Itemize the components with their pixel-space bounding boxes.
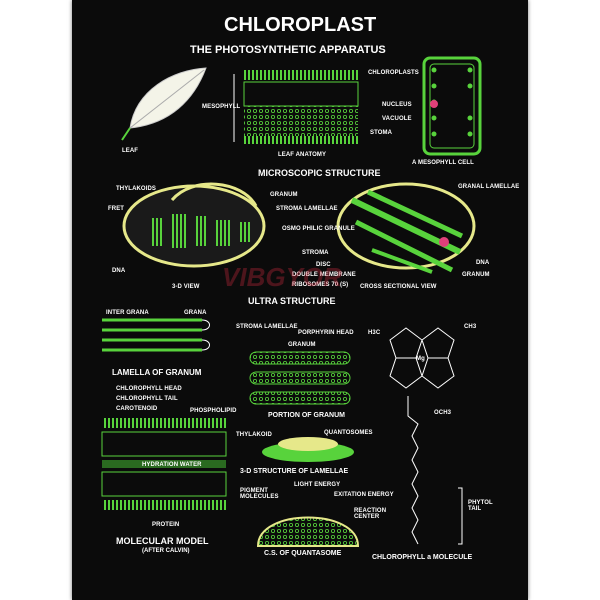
label-grana: GRANA [184, 310, 207, 316]
label-quantasomes: QUANTOSOMES [324, 430, 373, 436]
label-granum-ultra: GRANUM [288, 342, 316, 348]
label-stroma-lamellae-2: STROMA LAMELLAE [236, 324, 298, 330]
poster-subtitle: THE PHOTOSYNTHETIC APPARATUS [190, 44, 386, 56]
label-stroma: STROMA [302, 250, 329, 256]
heading-after-calvin: (AFTER CALVIN) [142, 548, 190, 554]
mesophyll-cell-illustration [422, 56, 482, 156]
heading-molecular: MOLECULAR MODEL [116, 536, 209, 546]
label-inter-grana: INTER GRANA [106, 310, 149, 316]
label-osmophilic: OSMO PHILIC GRANULE [282, 226, 355, 232]
heading-ultra: ULTRA STRUCTURE [248, 296, 336, 306]
lamellae-3d-illustration [262, 437, 354, 462]
chlorophyll-molecule-illustration [389, 327, 463, 545]
label-dna-right: DNA [476, 260, 490, 266]
label-phytol: PHYTOL TAIL [468, 500, 493, 512]
watermark: VIBGYOR [222, 262, 342, 292]
label-reaction: REACTION CENTER [354, 508, 387, 520]
chloroplast-cross-section [336, 182, 476, 274]
heading-portion-granum: PORTION OF GRANUM [268, 412, 345, 419]
label-thylakoids: THYLAKOIDS [116, 186, 156, 192]
label-mesophyll-cell: A MESOPHYLL CELL [412, 160, 474, 166]
label-disc: DISC [316, 262, 331, 268]
label-protein: PROTEIN [152, 522, 180, 528]
label-granum-right: GRANUM [462, 272, 490, 278]
poster-title: CHLOROPLAST [224, 14, 377, 36]
lamella-granum-illustration [102, 318, 210, 352]
label-phospholipid: PHOSPHOLIPID [190, 408, 237, 414]
label-chl-tail: CHLOROPHYLL TAIL [116, 396, 178, 402]
label-chl-head: CHLOROPHYLL HEAD [116, 386, 182, 392]
label-carotenoid: CAROTENOID [116, 406, 158, 412]
heading-quantasome: C.S. OF QUANTASOME [264, 550, 342, 557]
label-granum: GRANUM [270, 192, 298, 198]
portion-granum-illustration [249, 351, 351, 405]
label-stroma-lamellae: STROMA LAMELLAE [276, 206, 338, 212]
label-pigment: PIGMENT MOLECULES [240, 488, 279, 500]
label-granal-lamellae: GRANAL LAMELLAE [458, 184, 520, 190]
quantasome-illustration [256, 516, 360, 547]
label-h3c: H3C [368, 330, 381, 336]
poster-illustrations [101, 56, 482, 547]
label-3d-view: 3-D VIEW [172, 284, 200, 290]
heading-lamellae-3d: 3-D STRUCTURE OF LAMELLAE [240, 468, 349, 475]
label-porphyrin: PORPHYRIN HEAD [298, 330, 354, 336]
chloroplast-3d-illustration [122, 182, 266, 268]
label-thylakoid: THYLAKOID [236, 432, 272, 438]
label-hydration: HYDRATION WATER [142, 462, 202, 468]
label-nucleus: NUCLEUS [382, 102, 412, 108]
label-leaf-anatomy: LEAF ANATOMY [278, 152, 327, 158]
label-fret: FRET [108, 206, 125, 212]
chloroplast-poster: CHLOROPLAST THE PHOTOSYNTHETIC APPARATUS… [72, 0, 528, 600]
label-dna-left: DNA [112, 268, 126, 274]
label-chloroplasts: CHLOROPLASTS [368, 70, 419, 76]
label-ch3: CH3 [464, 324, 477, 330]
label-mg: Mg [416, 356, 425, 362]
label-och3: OCH3 [434, 410, 452, 416]
label-stoma: STOMA [370, 130, 393, 136]
label-excitation: EXITATION ENERGY [334, 492, 394, 498]
label-double-membrane: DOUBLE MEMBRANE [292, 272, 356, 278]
label-ribosomes: RIBOSOMES 70 (S) [292, 282, 349, 288]
label-light-energy: LIGHT ENERGY [294, 482, 341, 488]
leaf-illustration [121, 67, 207, 141]
leaf-anatomy-illustration [233, 70, 359, 144]
label-vacuole: VACUOLE [382, 116, 412, 122]
label-mesophyll: MESOPHYLL [202, 104, 241, 110]
heading-chlorophyll: CHLOROPHYLL a MOLECULE [372, 554, 473, 561]
molecular-model-illustration [101, 418, 227, 510]
label-leaf: LEAF [122, 148, 139, 154]
heading-microscopic: MICROSCOPIC STRUCTURE [258, 168, 381, 178]
label-cross-view: CROSS SECTIONAL VIEW [360, 284, 437, 290]
heading-lamella-granum: LAMELLA OF GRANUM [112, 368, 202, 377]
